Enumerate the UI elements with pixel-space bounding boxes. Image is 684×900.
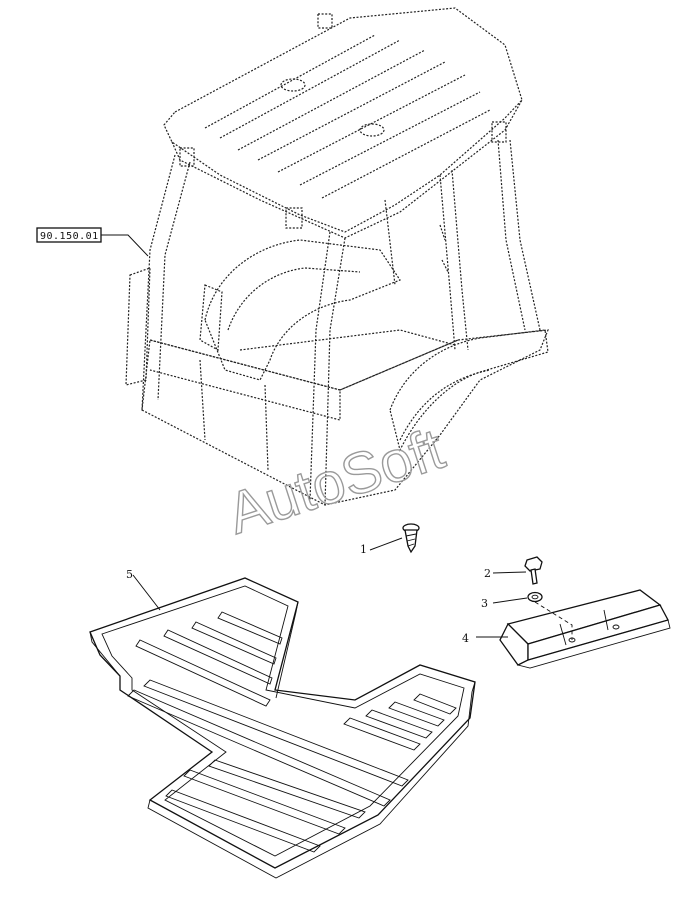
cab-post-front-left — [324, 237, 346, 506]
cab-fender-left — [204, 239, 401, 381]
bolt-part — [524, 556, 543, 585]
callout-1: 1 — [360, 543, 367, 556]
callout-leader-3 — [492, 597, 528, 604]
callout-3: 3 — [481, 597, 488, 610]
cab-post-rear-right — [439, 174, 456, 351]
screw-part — [402, 523, 420, 554]
cab-post-front-right — [509, 139, 541, 331]
bracket-part — [499, 589, 671, 669]
reference-tag: 90.150.01 — [36, 227, 149, 257]
reference-label: 90.150.01 — [40, 231, 99, 242]
washer-hole — [531, 594, 539, 600]
floor-mat-inner-rim — [101, 585, 465, 857]
callout-4: 4 — [462, 632, 469, 645]
cab-post-rear-left — [141, 154, 176, 411]
callout-2: 2 — [484, 567, 491, 580]
bolt-head — [524, 556, 543, 572]
floor-mat-part — [89, 577, 476, 879]
assembly-line — [534, 601, 573, 640]
reference-leader — [101, 234, 149, 257]
washer-part — [527, 591, 543, 603]
bracket-hole-1 — [612, 624, 620, 630]
bolt-shank — [530, 568, 538, 585]
cab-assembly — [125, 7, 549, 506]
callout-leader-2 — [492, 571, 527, 574]
cab-roof — [163, 7, 523, 233]
washer-outer — [527, 591, 543, 603]
callout-leader-5 — [132, 574, 161, 611]
callout-5: 5 — [126, 568, 133, 581]
screw-shank — [404, 529, 418, 554]
cab-fender-right — [389, 329, 549, 452]
floor-mat-outline — [89, 577, 476, 869]
callout-leader-1 — [369, 537, 403, 551]
